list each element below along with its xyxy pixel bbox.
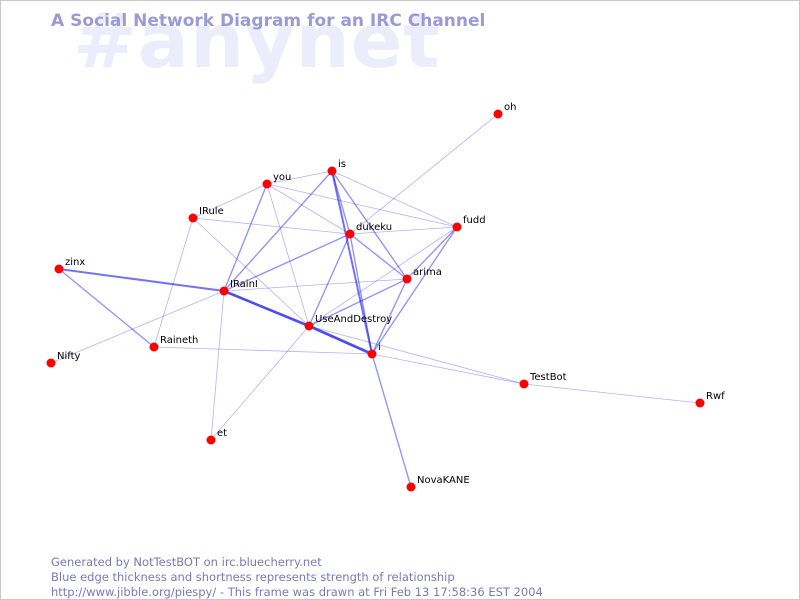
edge-IRainI-et [210, 290, 225, 441]
node-marker [304, 321, 314, 331]
edge-fudd-arima [406, 226, 458, 280]
node-marker [345, 229, 355, 239]
node-Raineth: Raineth [149, 335, 198, 352]
node-marker [149, 342, 159, 352]
edge-is-you [266, 170, 333, 185]
edge-dukeku-i [349, 233, 373, 355]
edge-IRule-dukeku [192, 217, 351, 235]
node-label: TestBot [529, 372, 567, 383]
node-fudd: fudd [452, 215, 486, 232]
edge-zinx-Raineth [58, 268, 155, 348]
edge-IRule-Raineth [153, 217, 194, 348]
node-Rwf: Rwf [695, 391, 725, 408]
edge-IRainI-arima [223, 278, 408, 292]
edge-layer [50, 113, 701, 488]
node-you: you [262, 172, 291, 189]
node-label: NovaKANE [417, 475, 470, 486]
node-label: oh [504, 102, 516, 113]
node-label: is [338, 159, 346, 170]
edge-IRainI-UseAndDestroy [223, 289, 310, 328]
edge-IRule-UseAndDestroy [192, 217, 310, 327]
node-marker [262, 179, 272, 189]
edge-dukeku-fudd [349, 226, 458, 235]
node-label: et [217, 428, 227, 439]
edge-you-IRainI [223, 183, 268, 292]
node-marker [695, 398, 705, 408]
node-label: zinx [65, 257, 85, 268]
footer-generated-by: Generated by NotTestBOT on irc.bluecherr… [51, 555, 322, 569]
edge-you-UseAndDestroy [266, 183, 310, 327]
edge-arima-i [371, 278, 408, 355]
node-marker [367, 349, 377, 359]
node-marker [452, 222, 462, 232]
edge-arima-UseAndDestroy [308, 278, 408, 327]
footer: Generated by NotTestBOT on irc.bluecherr… [51, 555, 543, 599]
node-label: i [378, 342, 381, 353]
footer-legend-note: Blue edge thickness and shortness repres… [51, 570, 455, 584]
node-label: fudd [463, 215, 486, 226]
node-label: Rwf [706, 391, 725, 402]
edge-IRainI-Nifty [50, 290, 225, 364]
edge-is-IRainI [223, 170, 333, 292]
node-arima: arima [402, 267, 442, 284]
edge-dukeku-IRainI [223, 233, 351, 292]
edge-dukeku-UseAndDestroy [308, 233, 351, 327]
node-marker [46, 358, 56, 368]
diagram-title: A Social Network Diagram for an IRC Chan… [51, 11, 486, 31]
edge-oh-dukeku [349, 113, 499, 235]
node-label: Nifty [57, 351, 81, 362]
footer-url-timestamp: http://www.jibble.org/piespy/ - This fra… [51, 585, 543, 599]
node-label: arima [413, 267, 442, 278]
edge-is-i [331, 170, 373, 355]
edge-i-NovaKANE [371, 353, 412, 488]
node-IRainI: IRainI [219, 279, 258, 296]
node-marker [206, 435, 216, 445]
node-marker [493, 109, 503, 119]
node-marker [519, 379, 529, 389]
node-oh: oh [493, 102, 516, 119]
edge-you-dukeku [266, 183, 351, 235]
node-marker [54, 264, 64, 274]
edge-i-TestBot [371, 353, 525, 385]
channel-watermark: #anynet [73, 0, 441, 85]
edge-UseAndDestroy-et [210, 325, 310, 441]
node-marker [327, 166, 337, 176]
edge-UseAndDestroy-TestBot [308, 325, 525, 385]
node-marker [219, 286, 229, 296]
edge-zinx-IRainI [58, 268, 225, 292]
edge-fudd-UseAndDestroy [308, 226, 458, 327]
edge-Raineth-i [153, 346, 373, 355]
node-label: you [273, 172, 291, 183]
node-NovaKANE: NovaKANE [406, 475, 470, 492]
node-i: i [367, 342, 381, 359]
node-marker [402, 274, 412, 284]
node-UseAndDestroy: UseAndDestroy [304, 314, 392, 331]
node-label: UseAndDestroy [315, 314, 392, 325]
node-marker [406, 482, 416, 492]
node-TestBot: TestBot [519, 372, 567, 389]
edge-is-fudd [331, 170, 458, 228]
node-et: et [206, 428, 227, 445]
node-Nifty: Nifty [46, 351, 81, 368]
node-dukeku: dukeku [345, 222, 392, 239]
node-zinx: zinx [54, 257, 85, 274]
node-marker [188, 213, 198, 223]
node-label: dukeku [356, 222, 392, 233]
node-label: IRainI [230, 279, 258, 290]
edge-TestBot-Rwf [523, 383, 701, 404]
edge-is-arima [331, 170, 408, 280]
node-label: Raineth [160, 335, 198, 346]
edge-dukeku-arima [349, 233, 408, 280]
edge-you-IRule [192, 183, 268, 219]
edge-fudd-i [371, 226, 458, 355]
edge-UseAndDestroy-i [308, 324, 373, 356]
edge-you-fudd [266, 183, 458, 228]
node-label: IRule [199, 206, 224, 217]
node-is: is [327, 159, 346, 176]
node-IRule: IRule [188, 206, 224, 223]
